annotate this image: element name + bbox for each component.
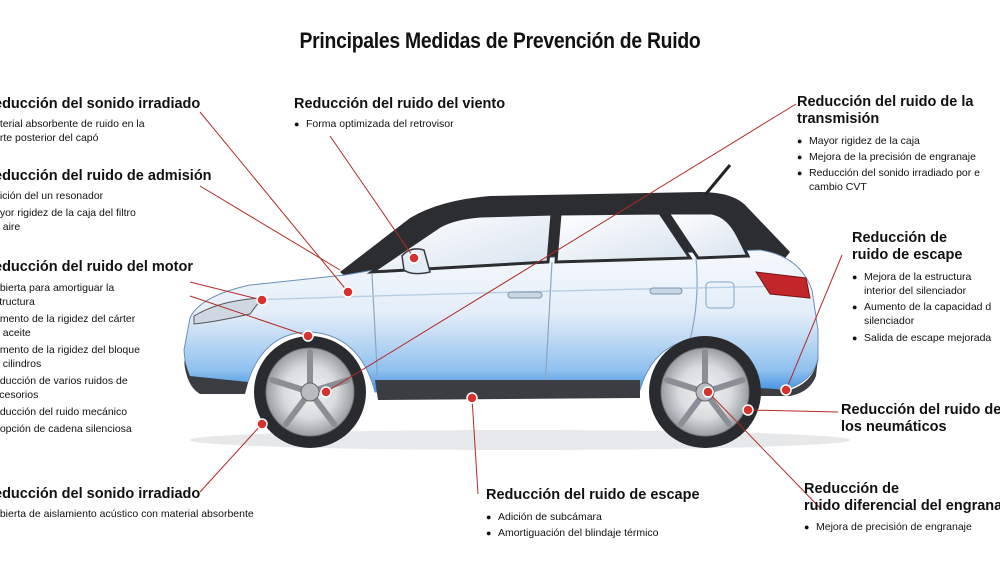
callout-dot-icon bbox=[702, 386, 714, 398]
callout-list: Mayor rigidez de la caja Mejora de la pr… bbox=[797, 134, 980, 194]
b-pillar-line bbox=[544, 261, 553, 389]
list-item: Reducción del sonido irradiado por e bbox=[797, 166, 980, 180]
callout-wind: Reducción del ruido del viento Forma opt… bbox=[294, 96, 505, 131]
list-item: structura bbox=[0, 296, 35, 308]
callout-list: Adición de subcámara Amortiguación del b… bbox=[486, 510, 700, 540]
callout-dots bbox=[256, 252, 792, 430]
middle-window bbox=[554, 211, 693, 264]
fuel-flap bbox=[705, 281, 735, 309]
callout-heading: ruido de escape bbox=[852, 247, 963, 263]
list-item: Amortiguación del blindaje térmico bbox=[486, 526, 700, 540]
list-item: cambio CVT bbox=[809, 181, 867, 193]
list-item: Mayor rigidez de la caja bbox=[797, 134, 980, 148]
rear-door-handle bbox=[649, 287, 683, 295]
callout-dot-icon bbox=[256, 418, 268, 430]
callout-tires: Reducción del ruido de los neumáticos bbox=[841, 402, 1000, 436]
list-item: Forma optimizada del retrovisor bbox=[294, 117, 505, 131]
list-item: umento de la rigidez del cárter bbox=[0, 313, 136, 325]
list-item: dición del un resonador bbox=[0, 190, 104, 202]
list-item: ccesorios bbox=[0, 389, 39, 401]
list-item: Aumento de la capacidad d bbox=[852, 300, 991, 314]
callout-differential: Reducción de ruido diferencial del engra… bbox=[804, 481, 1000, 534]
callout-list: dición del un resonador ayor rigidez de … bbox=[0, 189, 212, 234]
callout-exhaust-rear: Reducción de ruido de escape Mejora de l… bbox=[852, 230, 991, 345]
leader-lines bbox=[189, 103, 843, 509]
list-item: ubierta para amortiguar la bbox=[0, 282, 115, 294]
callout-heading: Reducción del ruido de la bbox=[797, 94, 974, 110]
list-item: arte posterior del capó bbox=[0, 132, 99, 144]
page-title: Principales Medidas de Prevención de Rui… bbox=[299, 28, 701, 53]
rear-door-line bbox=[689, 257, 698, 341]
callout-dot-icon bbox=[780, 384, 792, 396]
lower-cladding bbox=[375, 380, 640, 400]
callout-dot-icon bbox=[342, 286, 354, 298]
list-item: educción de varios ruidos de bbox=[0, 375, 128, 387]
callout-heading: educción del ruido de admisión bbox=[0, 168, 212, 184]
list-item: Mejora de precisión de engranaje bbox=[804, 520, 1000, 534]
taillight bbox=[755, 271, 811, 299]
callout-heading: educción del ruido del motor bbox=[0, 259, 193, 275]
antenna bbox=[703, 164, 732, 196]
front-wheel bbox=[254, 336, 366, 448]
list-item: ayor rigidez de la caja del filtro bbox=[0, 207, 136, 219]
callout-list: ubierta de aislamiento acústico con mate… bbox=[0, 507, 254, 521]
list-item: educción del ruido mecánico bbox=[0, 406, 128, 418]
list-item: aterial absorbente de ruido en la bbox=[0, 118, 145, 130]
list-item: Salida de escape mejorada bbox=[852, 331, 991, 345]
front-bumper bbox=[184, 360, 248, 394]
list-item: e cilindros bbox=[0, 358, 42, 370]
callout-list: aterial absorbente de ruido en la arte p… bbox=[0, 117, 200, 145]
callout-intake: educción del ruido de admisión dición de… bbox=[0, 168, 212, 234]
callout-heading: educción del sonido irradiado bbox=[0, 96, 201, 112]
callout-underbody: educción del sonido irradiado ubierta de… bbox=[0, 486, 254, 521]
callout-heading: Reducción del ruido de escape bbox=[486, 487, 700, 503]
callout-heading: Reducción de bbox=[804, 481, 900, 497]
list-item: ubierta de aislamiento acústico con mate… bbox=[0, 508, 254, 520]
callout-heading: Reducción del ruido de bbox=[841, 402, 1000, 418]
front-door-line bbox=[371, 273, 379, 389]
list-item: Mejora de la precisión de engranaje bbox=[797, 150, 980, 164]
list-item: e aceite bbox=[0, 327, 31, 339]
callout-heading: los neumáticos bbox=[841, 419, 947, 435]
list-item: Mejora de la estructura bbox=[852, 270, 991, 284]
callout-engine: educción del ruido del motor ubierta par… bbox=[0, 259, 193, 436]
callout-heading: educción del sonido irradiado bbox=[0, 486, 201, 502]
callout-heading: transmisión bbox=[797, 111, 880, 127]
list-item: silenciador bbox=[864, 315, 915, 327]
list-item: interior del silenciador bbox=[864, 285, 967, 297]
callout-heading: Reducción del ruido del viento bbox=[294, 96, 506, 112]
callout-hood: educción del sonido irradiado aterial ab… bbox=[0, 96, 200, 145]
front-door-handle bbox=[507, 291, 543, 299]
callout-list: Forma optimizada del retrovisor bbox=[294, 117, 505, 131]
callout-dot-icon bbox=[256, 294, 268, 306]
callout-dot-icon bbox=[320, 386, 332, 398]
callout-list: ubierta para amortiguar la structura ume… bbox=[0, 281, 193, 436]
callout-heading: ruido diferencial del engrana bbox=[804, 498, 1000, 514]
callout-list: Mejora de precisión de engranaje bbox=[804, 520, 1000, 534]
character-line bbox=[249, 285, 791, 301]
callout-dot-icon bbox=[408, 252, 420, 264]
list-item: dopción de cadena silenciosa bbox=[0, 423, 132, 435]
rear-window bbox=[665, 211, 751, 260]
callout-heading: Reducción de bbox=[852, 230, 948, 246]
callout-dot-icon bbox=[302, 330, 314, 342]
rear-bumper bbox=[760, 358, 818, 396]
headlight bbox=[193, 297, 264, 325]
callout-dot-icon bbox=[742, 404, 754, 416]
callout-dot-icon bbox=[466, 392, 478, 404]
list-item: Adición de subcámara bbox=[486, 510, 700, 524]
callout-transmission: Reducción del ruido de la transmisión Ma… bbox=[797, 94, 980, 194]
list-item: e aire bbox=[0, 221, 21, 233]
list-item: umento de la rigidez del bloque bbox=[0, 344, 140, 356]
callout-list: Mejora de la estructura interior del sil… bbox=[852, 270, 991, 345]
callout-exhaust-mid: Reducción del ruido de escape Adición de… bbox=[486, 487, 700, 540]
